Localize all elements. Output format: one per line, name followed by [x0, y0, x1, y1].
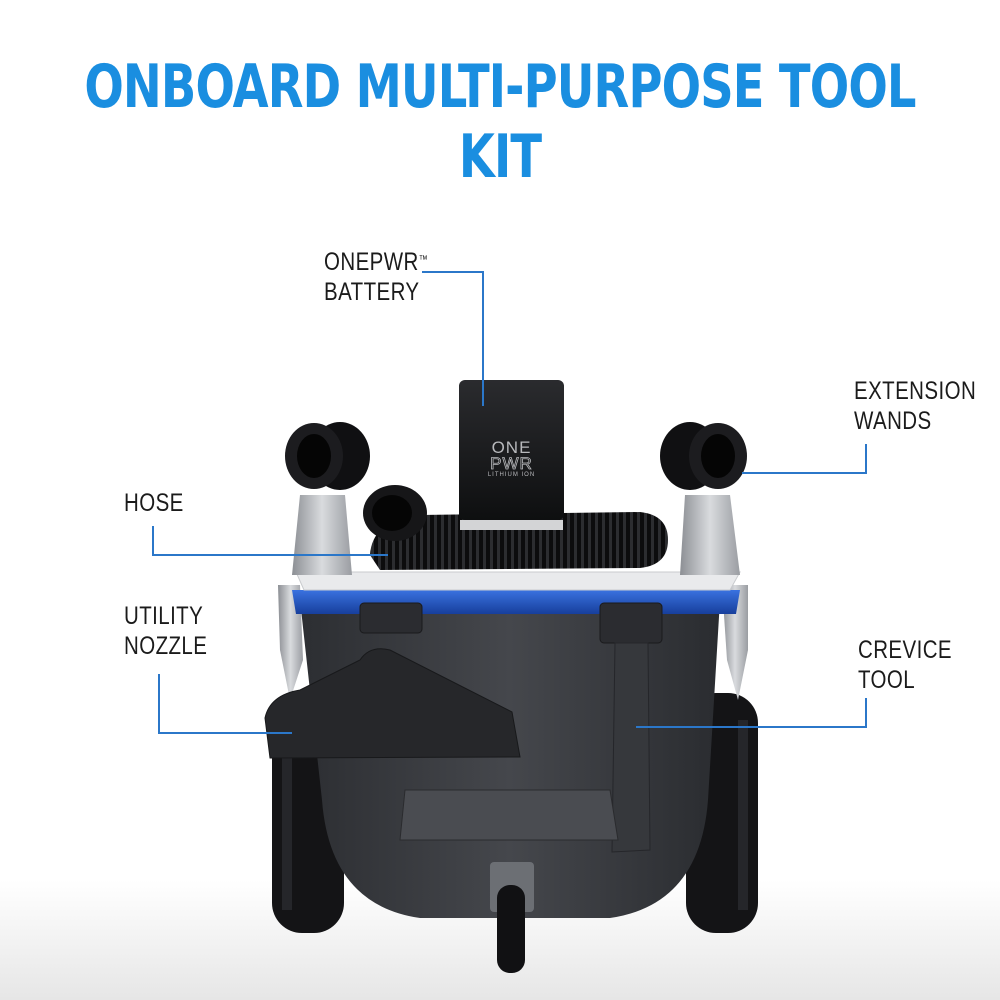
callout-crevice-line2: TOOL [858, 666, 916, 694]
onepwr-battery [459, 380, 564, 530]
callout-nozzle-label: UTILITY NOZZLE [124, 601, 207, 661]
callout-wands-line1: EXTENSION [854, 377, 977, 405]
coiled-hose [370, 512, 668, 570]
battery-badge: ONE PWR LITHIUM ION [459, 438, 564, 478]
callout-wands-line2: WANDS [854, 407, 932, 435]
callout-hose-line-h [152, 554, 388, 556]
lid-tray [295, 571, 741, 591]
callout-wands-label: EXTENSION WANDS [854, 376, 976, 436]
callout-hose-line-v [152, 526, 154, 556]
callout-crevice-line-v [865, 698, 867, 728]
crevice-tool [611, 642, 651, 853]
page-title: ONBOARD MULTI-PURPOSE TOOL KIT [84, 52, 916, 192]
callout-battery-line2: BATTERY [324, 278, 420, 306]
callout-battery-line1: ONEPWR [324, 248, 419, 276]
callout-battery-line-v [482, 271, 484, 406]
callout-nozzle-line2: NOZZLE [124, 632, 208, 660]
callout-nozzle-line-v [158, 674, 160, 734]
battery-brand-top: ONE [491, 438, 532, 457]
wand-holder-right [680, 495, 740, 575]
callout-crevice-line-h [636, 726, 867, 728]
callout-wands-line-h [742, 472, 867, 474]
trademark-symbol: ™ [418, 254, 429, 266]
callout-crevice-label: CREVICE TOOL [858, 635, 952, 695]
blue-accent-ring [292, 590, 740, 614]
extension-wand-left [285, 422, 370, 490]
extension-wand-right [660, 422, 747, 490]
front-handle [399, 789, 619, 841]
callout-hose-line1: HOSE [124, 489, 184, 517]
wand-holder-left [292, 495, 352, 575]
callout-nozzle-line1: UTILITY [124, 602, 204, 630]
battery-brand-bottom: PWR [490, 454, 533, 473]
utility-nozzle [264, 648, 521, 759]
caster-wheel [490, 862, 534, 973]
callout-battery-line-h [422, 271, 484, 273]
callout-crevice-line1: CREVICE [858, 636, 953, 664]
hose-end [363, 485, 427, 541]
callout-wands-line-v [865, 444, 867, 474]
callout-nozzle-line-h [158, 732, 292, 734]
socket-left [359, 602, 423, 634]
callout-hose-label: HOSE [124, 488, 184, 518]
battery-subtitle: LITHIUM ION [487, 472, 536, 478]
socket-right [599, 602, 663, 644]
callout-battery-label: ONEPWR™ BATTERY [324, 247, 428, 307]
